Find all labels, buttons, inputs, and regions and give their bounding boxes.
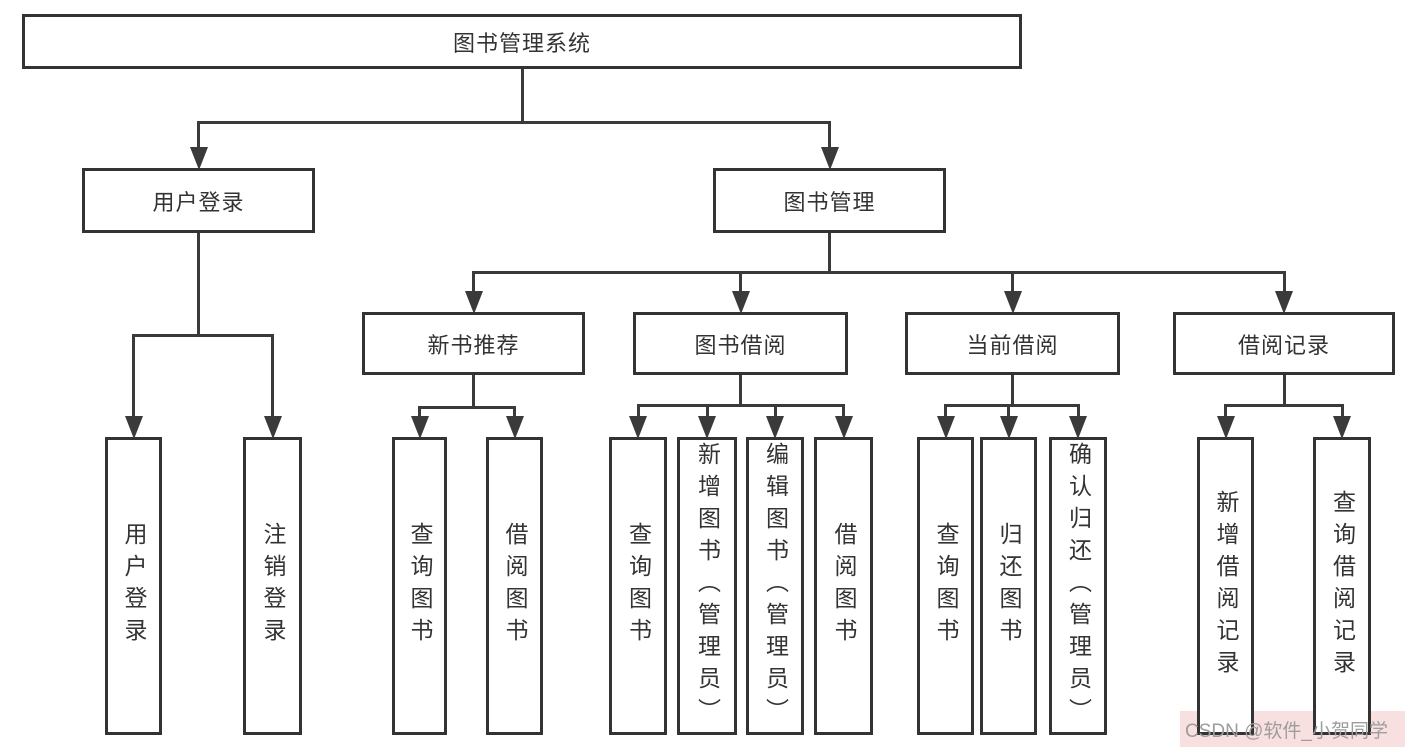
connector-line — [472, 373, 475, 409]
arrowhead-icon — [1069, 416, 1087, 439]
node-label: 新增图书（管理员） — [694, 442, 721, 730]
connector-line — [520, 67, 524, 124]
arrowhead-icon — [410, 416, 429, 439]
node-label: 借阅记录 — [1237, 332, 1330, 358]
connector-line — [197, 120, 831, 124]
connector-line — [472, 270, 1286, 274]
node-book_mgmt: 图书管理 — [713, 168, 946, 233]
connector-line — [132, 335, 135, 429]
connector-line — [1224, 403, 1344, 407]
node-leaf_bw_borrow: 借阅图书 — [814, 437, 873, 735]
node-label: 当前借阅 — [966, 332, 1059, 358]
connector-line — [1011, 373, 1014, 407]
connector-line — [472, 272, 475, 304]
arrowhead-icon — [464, 291, 483, 314]
node-root: 图书管理系统 — [22, 14, 1022, 69]
arrowhead-icon — [698, 416, 716, 439]
arrowhead-icon — [1333, 416, 1351, 439]
node-leaf_bw_edit: 编辑图书（管理员） — [746, 437, 804, 735]
arrowhead-icon — [189, 147, 208, 170]
node-label: 注销登录 — [260, 522, 286, 650]
node-leaf_nb_borrow: 借阅图书 — [486, 437, 543, 735]
node-label: 编辑图书（管理员） — [762, 442, 789, 730]
node-leaf_rec_query: 查询借阅记录 — [1313, 437, 1371, 735]
node-label: 查询图书 — [933, 522, 959, 650]
node-leaf_logout: 注销登录 — [243, 437, 302, 735]
arrowhead-icon — [629, 416, 647, 439]
node-leaf_rec_add: 新增借阅记录 — [1197, 437, 1254, 735]
node-user_login: 用户登录 — [82, 168, 315, 233]
node-label: 借阅图书 — [831, 522, 857, 650]
node-leaf_cur_return: 归还图书 — [980, 437, 1037, 735]
node-leaf_nb_query: 查询图书 — [392, 437, 447, 735]
node-borrow_records: 借阅记录 — [1173, 312, 1395, 375]
node-leaf_user_login: 用户登录 — [105, 437, 162, 735]
connector-line — [828, 122, 831, 160]
connector-line — [944, 403, 1080, 407]
node-label: 图书借阅 — [694, 332, 787, 358]
node-label: 借阅图书 — [502, 522, 528, 650]
node-label: 新增借阅记录 — [1213, 490, 1239, 682]
node-new_books: 新书推荐 — [362, 312, 585, 375]
watermark: CSDN @软件_小贺同学 — [1185, 721, 1388, 742]
connector-line — [828, 231, 831, 274]
arrowhead-icon — [124, 416, 143, 439]
connector-line — [1282, 373, 1286, 407]
arrowhead-icon — [731, 291, 750, 314]
connector-line — [636, 403, 845, 407]
arrowhead-icon — [766, 416, 784, 439]
connector-line — [739, 272, 742, 304]
node-label: 查询图书 — [625, 522, 652, 650]
connector-line — [418, 405, 516, 409]
node-label: 图书管理 — [783, 189, 876, 215]
arrowhead-icon — [999, 416, 1018, 439]
node-label: 新书推荐 — [427, 332, 520, 358]
node-label: 用户登录 — [152, 189, 245, 215]
connector-line — [1011, 272, 1014, 304]
arrowhead-icon — [1003, 291, 1022, 314]
arrowhead-icon — [936, 416, 955, 439]
arrowhead-icon — [1275, 291, 1293, 314]
node-leaf_cur_confirm: 确认归还（管理员） — [1049, 437, 1107, 735]
node-label: 查询借阅记录 — [1329, 490, 1356, 682]
connector-line — [1282, 272, 1286, 304]
node-label: 查询图书 — [407, 522, 433, 650]
node-leaf_bw_add: 新增图书（管理员） — [677, 437, 737, 735]
arrowhead-icon — [505, 416, 524, 439]
node-label: 归还图书 — [996, 522, 1022, 650]
node-leaf_bw_query: 查询图书 — [609, 437, 667, 735]
connector-line — [271, 335, 274, 429]
connector-line — [197, 231, 200, 337]
connector-line — [197, 122, 200, 160]
arrowhead-icon — [1216, 416, 1235, 439]
connector-line — [739, 373, 742, 407]
node-book_borrow: 图书借阅 — [633, 312, 848, 375]
node-label: 图书管理系统 — [452, 30, 591, 56]
node-current_borrow: 当前借阅 — [905, 312, 1120, 375]
arrowhead-icon — [820, 147, 839, 170]
connector-line — [132, 333, 274, 337]
arrowhead-icon — [263, 416, 282, 439]
node-label: 确认归还（管理员） — [1065, 442, 1092, 730]
node-leaf_cur_query: 查询图书 — [917, 437, 974, 735]
node-label: 用户登录 — [121, 522, 147, 650]
arrowhead-icon — [834, 416, 853, 439]
